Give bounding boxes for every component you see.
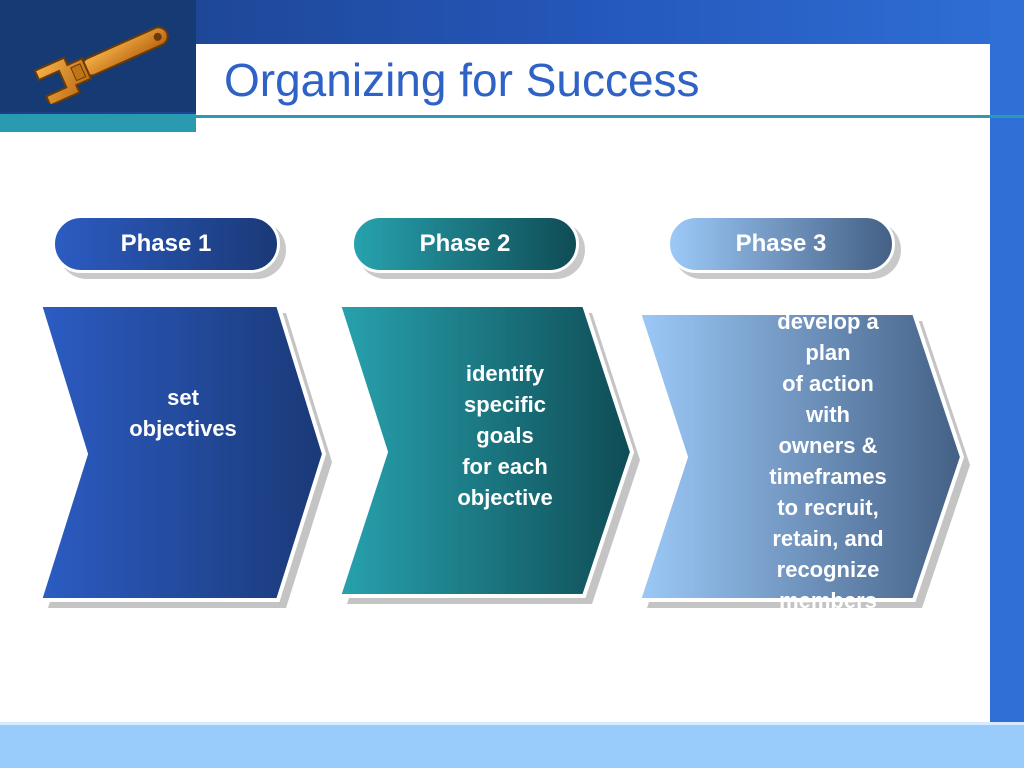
- phase-3-description: develop a plan of action with owners & t…: [769, 309, 887, 613]
- chevron-3: [636, 311, 965, 602]
- phase-1-pill: Phase 1: [52, 215, 280, 273]
- footer-divider: [0, 722, 1024, 725]
- chevron-1: [37, 303, 327, 602]
- phase-2-description: identify specific goals for each objecti…: [457, 361, 553, 510]
- phase-1-label: Phase 1: [120, 230, 212, 257]
- phase-3-pill: Phase 3: [667, 215, 895, 273]
- right-edge-bar: [990, 0, 1024, 750]
- phase-2-label: Phase 2: [419, 230, 511, 257]
- footer-bar: [0, 725, 1024, 768]
- wrench-icon: [33, 26, 169, 104]
- title-underline: [196, 115, 1024, 118]
- chevron-2: [336, 303, 635, 598]
- phase-1-description: set objectives: [129, 385, 237, 441]
- phase-2-pill: Phase 2: [351, 215, 579, 273]
- logo-accent-band: [0, 114, 196, 132]
- title-panel: [196, 44, 990, 115]
- phase-3-label: Phase 3: [735, 230, 827, 257]
- page-title: Organizing for Success: [224, 54, 700, 106]
